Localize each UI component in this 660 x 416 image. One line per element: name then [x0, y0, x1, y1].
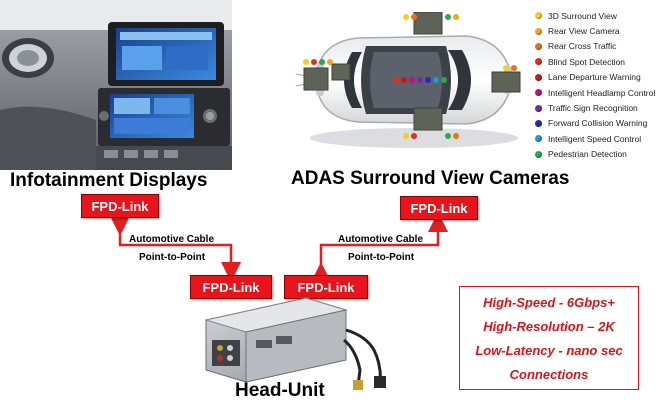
legend-label: Pedestrian Detection	[548, 149, 627, 160]
fpd-link-camera: FPD-Link	[400, 196, 478, 220]
legend-item: 3D Surround View	[535, 8, 655, 23]
infotainment-photo	[0, 0, 232, 170]
legend-dot-icon	[535, 150, 542, 158]
legend-dot-icon	[535, 104, 542, 112]
right-cable-label-line1: Automotive Cable	[338, 234, 424, 245]
legend-dot-icon	[535, 73, 542, 81]
legend-item: Intelligent Headlamp Control	[535, 85, 655, 100]
legend-dot-icon	[535, 42, 542, 50]
left-cable-label-line1: Automotive Cable	[129, 234, 215, 245]
legend-item: Pedestrian Detection	[535, 147, 655, 162]
link-features-box: High-Speed - 6Gbps+ High-Resolution – 2K L…	[459, 286, 639, 390]
feature-line: Connections	[509, 366, 589, 382]
legend-label: 3D Surround View	[548, 10, 617, 21]
legend-item: Rear View Camera	[535, 23, 655, 38]
feature-line: Low-Latency - nano sec	[475, 342, 623, 358]
fpd-link-infotainment: FPD-Link	[81, 194, 159, 218]
legend-item: Forward Collision Warning	[535, 116, 655, 131]
head-unit-photo	[204, 297, 386, 390]
feature-line: High-Speed - 6Gbps+	[483, 294, 615, 310]
legend-item: Rear Cross Traffic	[535, 39, 655, 54]
feature-line: High-Resolution – 2K	[483, 318, 615, 334]
legend-item: Lane Departure Warning	[535, 70, 655, 85]
left-cable-arrow	[110, 216, 241, 282]
legend-dot-icon	[535, 27, 542, 35]
legend-dot-icon	[535, 89, 542, 97]
adas-surround-view-cameras-heading: ADAS Surround View Cameras	[291, 168, 570, 189]
car-top-view	[296, 12, 521, 148]
legend-item: Intelligent Speed Control	[535, 131, 655, 146]
legend-label: Blind Spot Detection	[548, 56, 626, 67]
right-cable-label-line2: Point-to-Point	[348, 252, 415, 263]
legend-item: Traffic Sign Recognition	[535, 100, 655, 115]
legend-dot-icon	[535, 58, 542, 66]
legend-label: Intelligent Speed Control	[548, 133, 642, 144]
fpd-link-head-unit-right: FPD-Link	[284, 275, 368, 299]
left-cable-label-line2: Point-to-Point	[139, 252, 206, 263]
legend-label: Intelligent Headlamp Control	[548, 87, 656, 98]
legend-dot-icon	[535, 135, 542, 143]
legend-label: Traffic Sign Recognition	[548, 103, 638, 114]
legend-dot-icon	[535, 12, 542, 20]
right-cable-arrow	[311, 212, 448, 282]
head-unit-heading: Head-Unit	[235, 380, 325, 401]
legend-label: Rear Cross Traffic	[548, 41, 617, 52]
infotainment-displays-heading: Infotainment Displays	[10, 170, 208, 191]
legend-label: Forward Collision Warning	[548, 118, 648, 129]
legend-label: Rear View Camera	[548, 26, 620, 37]
legend-dot-icon	[535, 119, 542, 127]
fpd-link-head-unit-left: FPD-Link	[190, 275, 272, 299]
legend-label: Lane Departure Warning	[548, 72, 641, 83]
legend-item: Blind Spot Detection	[535, 54, 655, 69]
